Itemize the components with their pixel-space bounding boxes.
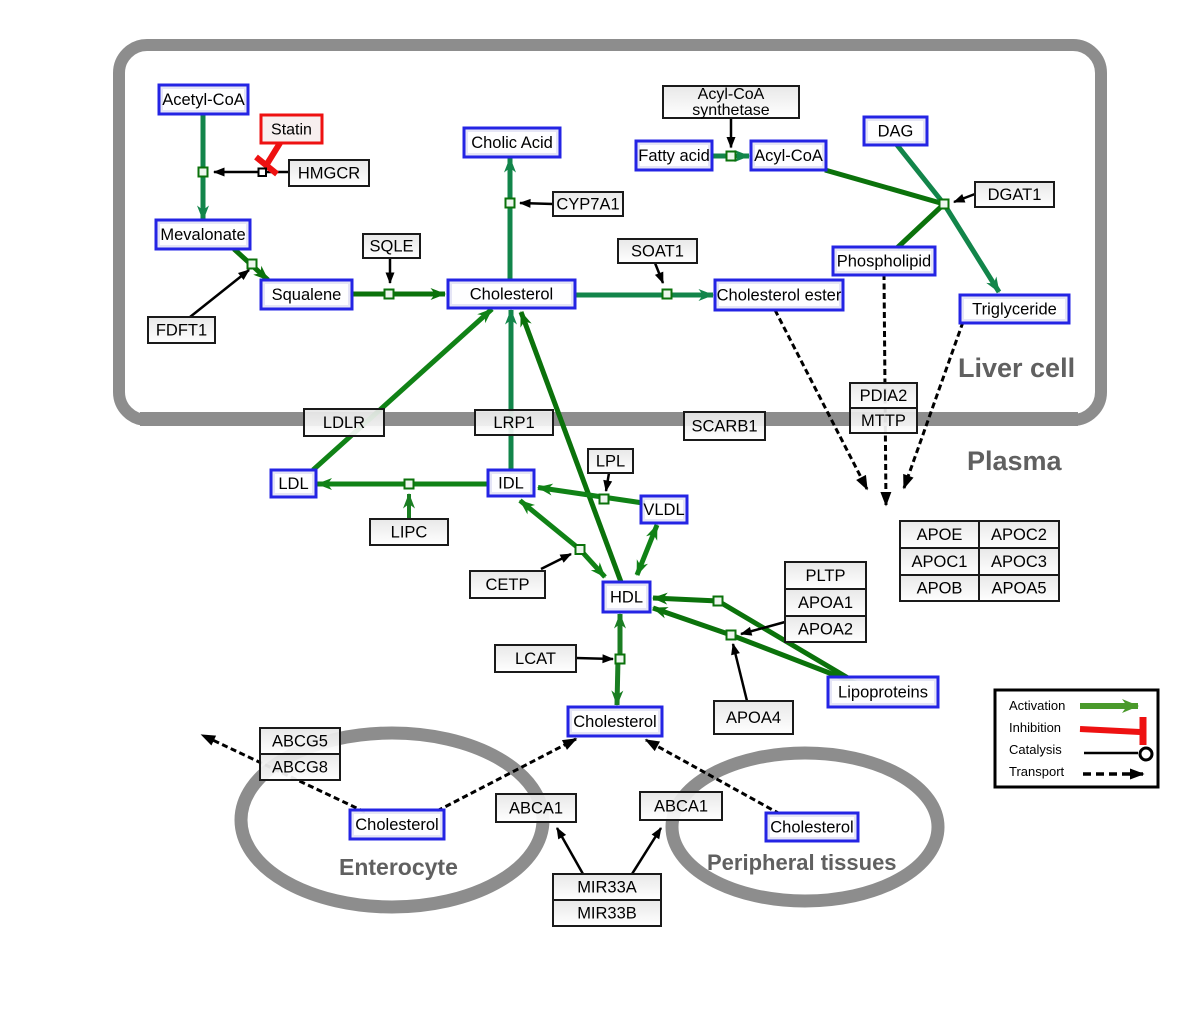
svg-text:LRP1: LRP1	[493, 414, 534, 432]
svg-text:IDL: IDL	[498, 475, 524, 493]
svg-text:Liver cell: Liver cell	[958, 353, 1075, 383]
svg-text:Fatty acid: Fatty acid	[638, 147, 710, 165]
svg-text:Peripheral tissues: Peripheral tissues	[707, 850, 897, 875]
svg-text:Activation: Activation	[1009, 698, 1065, 713]
svg-text:DGAT1: DGAT1	[988, 186, 1042, 204]
svg-text:Phospholipid: Phospholipid	[837, 253, 932, 271]
svg-text:MIR33A: MIR33A	[577, 879, 637, 897]
svg-text:FDFT1: FDFT1	[156, 322, 207, 340]
svg-text:MTTP: MTTP	[861, 412, 906, 430]
svg-text:ABCG5: ABCG5	[272, 733, 328, 751]
svg-text:Squalene: Squalene	[272, 286, 342, 304]
svg-text:LCAT: LCAT	[515, 650, 556, 668]
svg-text:SOAT1: SOAT1	[631, 243, 684, 261]
svg-text:Cholesterol ester: Cholesterol ester	[717, 287, 842, 305]
svg-text:Cholic Acid: Cholic Acid	[471, 134, 553, 152]
svg-text:Cholesterol: Cholesterol	[355, 816, 438, 834]
svg-text:synthetase: synthetase	[692, 102, 769, 119]
svg-text:Cholesterol: Cholesterol	[770, 819, 853, 837]
svg-text:Lipoproteins: Lipoproteins	[838, 684, 928, 702]
svg-text:ABCA1: ABCA1	[654, 798, 708, 816]
svg-text:Acyl-CoA: Acyl-CoA	[754, 147, 823, 165]
svg-text:APOC2: APOC2	[991, 526, 1047, 544]
svg-text:Catalysis: Catalysis	[1009, 742, 1062, 757]
svg-text:Mevalonate: Mevalonate	[160, 226, 245, 244]
svg-text:APOA5: APOA5	[991, 580, 1046, 598]
svg-text:APOC1: APOC1	[912, 553, 968, 571]
svg-text:MIR33B: MIR33B	[577, 905, 637, 923]
svg-text:CYP7A1: CYP7A1	[556, 196, 619, 214]
svg-text:HDL: HDL	[610, 589, 643, 607]
svg-text:Acyl-CoA: Acyl-CoA	[698, 86, 765, 103]
svg-text:LIPC: LIPC	[391, 524, 428, 542]
svg-text:APOC3: APOC3	[991, 553, 1047, 571]
svg-text:Acetyl-CoA: Acetyl-CoA	[162, 91, 245, 109]
svg-text:DAG: DAG	[878, 123, 914, 141]
svg-text:Cholesterol: Cholesterol	[470, 286, 553, 304]
svg-text:SCARB1: SCARB1	[691, 418, 757, 436]
svg-text:ABCA1: ABCA1	[509, 800, 563, 818]
svg-text:APOB: APOB	[917, 580, 963, 598]
svg-text:Statin: Statin	[271, 122, 312, 139]
svg-text:Triglyceride: Triglyceride	[972, 301, 1057, 319]
svg-text:PDIA2: PDIA2	[860, 387, 908, 405]
svg-text:ABCG8: ABCG8	[272, 759, 328, 777]
svg-text:Transport: Transport	[1009, 764, 1065, 779]
svg-text:Inhibition: Inhibition	[1009, 720, 1061, 735]
svg-text:HMGCR: HMGCR	[298, 165, 360, 183]
svg-text:PLTP: PLTP	[805, 567, 845, 585]
svg-text:Plasma: Plasma	[967, 446, 1063, 476]
svg-text:CETP: CETP	[485, 576, 529, 594]
svg-text:APOA1: APOA1	[798, 594, 853, 612]
svg-text:Enterocyte: Enterocyte	[339, 854, 458, 880]
svg-text:Cholesterol: Cholesterol	[573, 713, 656, 731]
svg-text:SQLE: SQLE	[369, 238, 413, 256]
svg-text:LDL: LDL	[278, 475, 308, 493]
svg-text:VLDL: VLDL	[643, 501, 684, 519]
svg-text:APOA2: APOA2	[798, 621, 853, 639]
svg-text:APOA4: APOA4	[726, 709, 781, 727]
svg-text:LPL: LPL	[596, 453, 625, 471]
svg-text:APOE: APOE	[917, 526, 963, 544]
svg-text:LDLR: LDLR	[323, 414, 365, 432]
